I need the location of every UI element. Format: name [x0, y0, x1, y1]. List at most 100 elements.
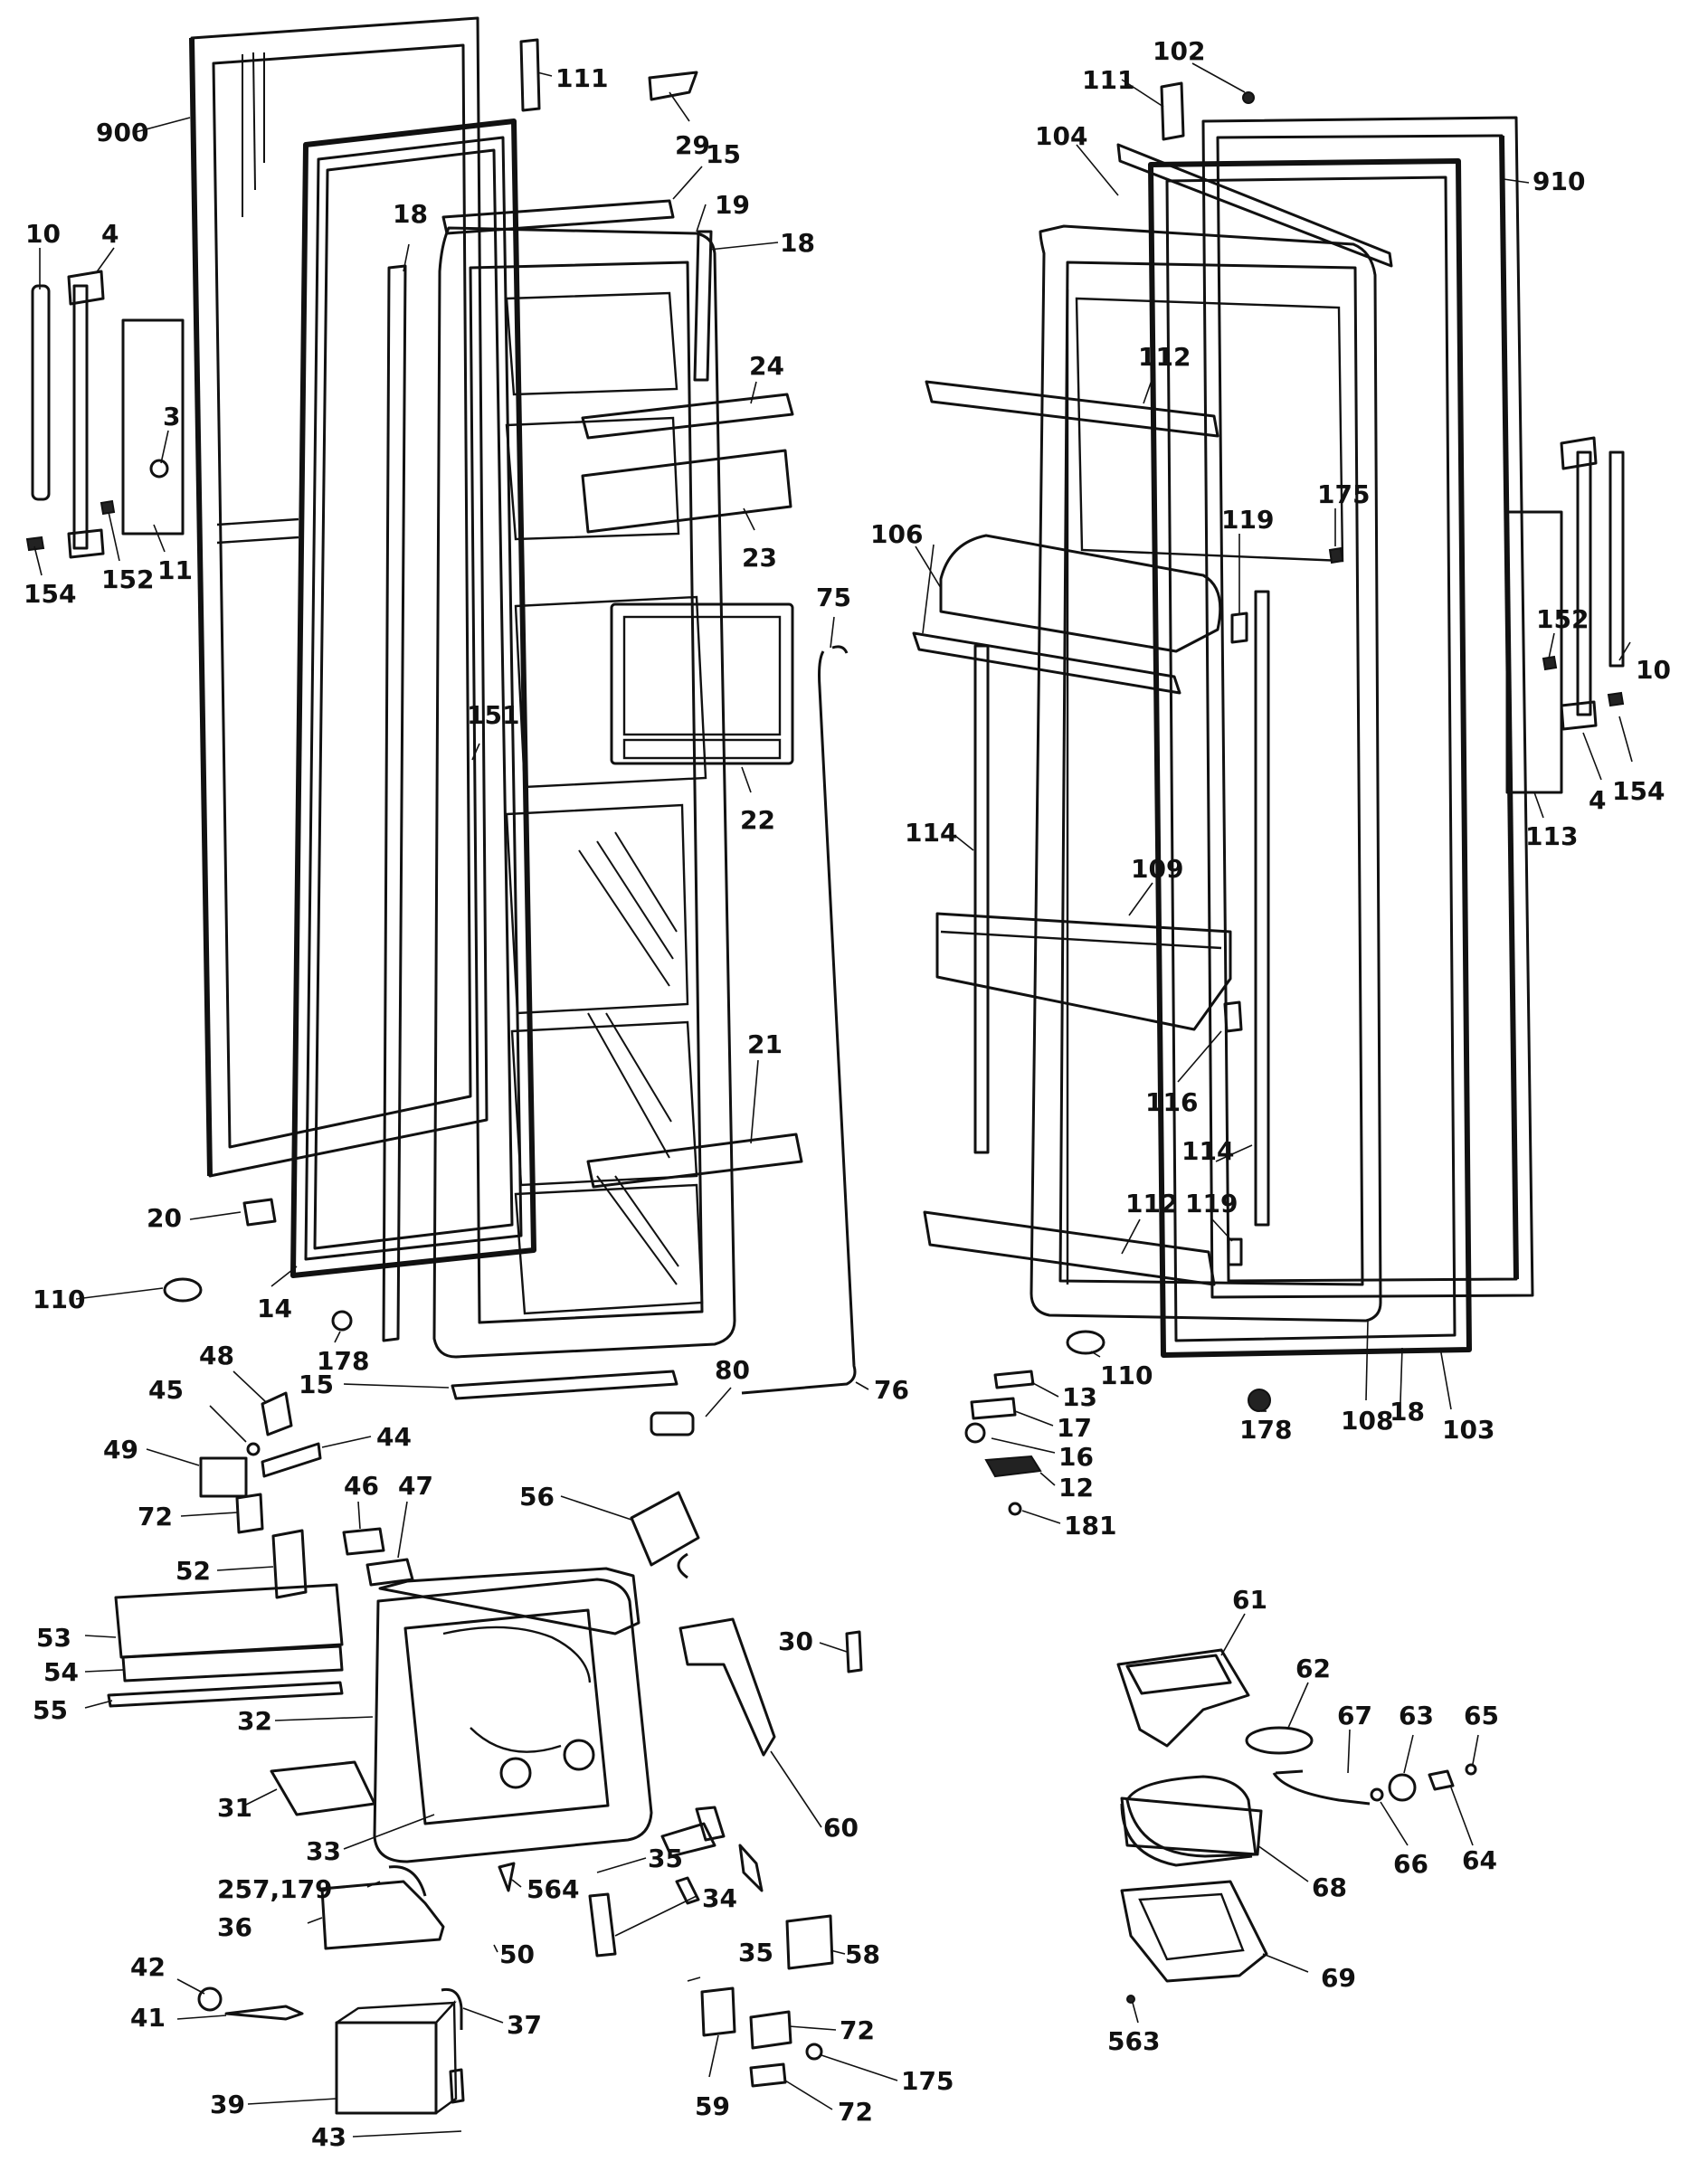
label-102: 102: [1153, 36, 1205, 66]
label-15: 15: [706, 139, 741, 169]
water-tube: [650, 645, 857, 1436]
part-number-labels: 900 111 29 15 19 18 18 10 4 3 154 152 11…: [24, 36, 1671, 2152]
label-18: 18: [780, 228, 815, 258]
label-21: 21: [747, 1029, 783, 1059]
label-910: 910: [1532, 166, 1585, 196]
label-114: 114: [1181, 1136, 1234, 1166]
label-19: 19: [715, 190, 750, 220]
label-58: 58: [845, 1939, 880, 1969]
label-4: 4: [101, 219, 119, 249]
dispenser-small-parts: [197, 1391, 863, 2115]
label-69: 69: [1321, 1963, 1356, 1993]
label-37: 37: [507, 2010, 542, 2040]
label-63: 63: [1399, 1701, 1434, 1730]
label-109: 109: [1131, 854, 1183, 884]
label-62: 62: [1295, 1654, 1331, 1683]
label-175: 175: [901, 2066, 954, 2096]
label-15: 15: [299, 1370, 334, 1399]
label-110: 110: [1100, 1360, 1153, 1390]
label-61: 61: [1232, 1585, 1267, 1615]
label-10: 10: [25, 219, 61, 249]
label-106: 106: [870, 519, 923, 549]
dispenser-recess-panel: [610, 602, 794, 765]
label-80: 80: [715, 1355, 750, 1385]
label-75: 75: [816, 583, 851, 612]
freezer-door-outer-panel: [189, 16, 489, 1178]
freezer-door-gasket: [290, 119, 536, 1278]
label-39: 39: [210, 2090, 245, 2119]
label-110: 110: [33, 1285, 85, 1314]
label-72: 72: [840, 2015, 875, 2045]
fresh-food-door-outer-panel: [1201, 116, 1534, 1299]
label-72: 72: [838, 2097, 873, 2127]
label-103: 103: [1442, 1415, 1494, 1445]
freezer-door-trim-strips: [382, 230, 713, 1342]
fresh-food-door-gasket: [1148, 158, 1472, 1358]
label-11: 11: [157, 555, 193, 585]
label-151: 151: [467, 700, 519, 730]
leader-lines: [33, 62, 1633, 2138]
label-563: 563: [1107, 2026, 1160, 2056]
label-33: 33: [306, 1836, 341, 1866]
label-53: 53: [36, 1623, 71, 1653]
label-18: 18: [393, 199, 428, 229]
label-17: 17: [1057, 1413, 1092, 1443]
label-36: 36: [217, 1912, 252, 1942]
label-76: 76: [874, 1375, 909, 1405]
label-55: 55: [33, 1695, 68, 1725]
label-29: 29: [675, 130, 710, 160]
label-564: 564: [527, 1874, 579, 1904]
label-181: 181: [1064, 1511, 1116, 1541]
label-34: 34: [702, 1883, 737, 1913]
left-door-hinge-parts: [25, 38, 698, 1332]
label-257-179: 257,179: [217, 1874, 333, 1904]
label-116: 116: [1145, 1087, 1198, 1117]
label-20: 20: [147, 1203, 182, 1233]
label-66: 66: [1393, 1849, 1428, 1879]
label-41: 41: [130, 2003, 166, 2033]
label-152: 152: [101, 564, 154, 594]
label-46: 46: [344, 1471, 379, 1501]
label-56: 56: [519, 1482, 555, 1512]
label-43: 43: [311, 2122, 346, 2152]
label-119: 119: [1185, 1189, 1238, 1218]
label-67: 67: [1337, 1701, 1372, 1730]
ice-chute-assembly: [1116, 1648, 1477, 2004]
label-154: 154: [24, 579, 76, 609]
label-114: 114: [905, 818, 957, 848]
label-18: 18: [1390, 1397, 1425, 1427]
label-119: 119: [1221, 505, 1274, 535]
label-49: 49: [103, 1435, 138, 1465]
label-31: 31: [217, 1793, 252, 1823]
label-14: 14: [257, 1294, 292, 1323]
label-178: 178: [317, 1346, 369, 1376]
label-44: 44: [376, 1422, 412, 1452]
label-113: 113: [1525, 821, 1578, 851]
label-12: 12: [1058, 1473, 1094, 1503]
freezer-door-liner: [432, 226, 736, 1359]
label-52: 52: [176, 1556, 211, 1586]
label-22: 22: [740, 805, 775, 835]
label-64: 64: [1462, 1845, 1497, 1875]
label-48: 48: [199, 1341, 234, 1370]
label-108: 108: [1341, 1406, 1393, 1436]
label-35: 35: [648, 1844, 683, 1873]
label-45: 45: [148, 1375, 184, 1405]
fresh-food-shelf-parts: [912, 143, 1393, 1286]
label-50: 50: [499, 1939, 535, 1969]
label-54: 54: [43, 1657, 79, 1687]
label-175: 175: [1317, 479, 1370, 509]
label-59: 59: [695, 2091, 730, 2121]
label-112: 112: [1138, 342, 1191, 372]
dispenser-housing: [107, 1567, 653, 1863]
label-178: 178: [1239, 1415, 1292, 1445]
label-154: 154: [1612, 776, 1665, 806]
label-4: 4: [1589, 785, 1606, 815]
label-30: 30: [778, 1626, 813, 1656]
label-10: 10: [1636, 655, 1671, 685]
label-900: 900: [96, 118, 148, 147]
label-72: 72: [138, 1502, 173, 1531]
label-47: 47: [398, 1471, 433, 1501]
right-door-hinge-parts: [964, 81, 1625, 1516]
